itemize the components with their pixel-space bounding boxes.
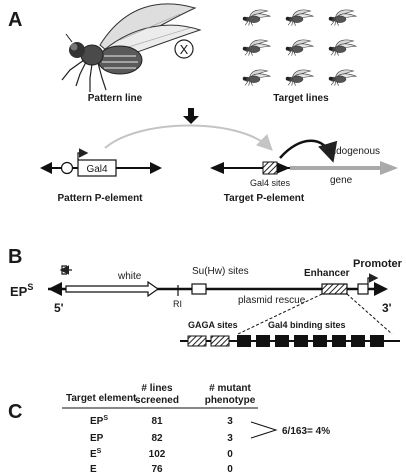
promoter-arrow (367, 273, 379, 284)
gaga-sites-label: GAGA sites (188, 320, 238, 330)
enhancer-label: Enhancer (304, 268, 350, 279)
header-target-element: Target element (66, 393, 137, 404)
three-prime-label: 3' (382, 301, 392, 315)
gene-label: gene (330, 175, 353, 186)
promoter-circle (60, 161, 74, 175)
gal4-sites-label: Gal4 sites (250, 178, 291, 188)
summary-bracket (250, 421, 278, 439)
svg-text:102: 102 (149, 449, 166, 460)
su-hw-box (191, 283, 207, 295)
activation-arrow (279, 139, 338, 163)
left-terminal-repeat (48, 282, 62, 296)
table-row: EP 82 3 (90, 433, 233, 444)
target-flies-grid (242, 9, 357, 86)
svg-text:0: 0 (227, 464, 233, 473)
panel-c: C Target element # lines screened # muta… (8, 383, 330, 473)
svg-text:82: 82 (151, 433, 163, 444)
transcription-arrow (77, 148, 89, 160)
panel-b-label: B (8, 246, 22, 268)
svg-text:ES: ES (90, 448, 102, 460)
header-mutant-1: # mutant (209, 383, 251, 394)
table-row: EPS 81 3 (90, 415, 233, 427)
gal4-sites-box (262, 161, 278, 175)
endogenous-gene-arrow (290, 161, 398, 175)
gal4-binding-sites-label: Gal4 binding sites (268, 320, 346, 330)
zoom-line-right (346, 293, 393, 335)
enhancer-detail (180, 335, 400, 347)
promoter-box (357, 283, 369, 295)
svg-text:76: 76 (151, 464, 163, 473)
svg-text:81: 81 (151, 416, 163, 427)
table-row: E 76 0 (90, 464, 233, 473)
header-lines-1: # lines (141, 383, 173, 394)
panel-a: A X (8, 3, 398, 204)
pattern-element-label: Pattern P-element (57, 193, 143, 204)
cross-circle (174, 39, 194, 59)
svg-text:0: 0 (227, 449, 233, 460)
construct-name: EPS (10, 282, 33, 299)
header-mutant-2: phenotype (205, 395, 256, 406)
plasmid-rescue-label: plasmid rescue (238, 295, 306, 306)
ri-label: RI (173, 299, 182, 309)
gal4-box (77, 159, 117, 177)
five-prime-label: 5' (54, 301, 64, 315)
target-element-label: Target P-element (224, 193, 305, 204)
svg-text:E: E (90, 464, 97, 473)
enhancer-box (321, 283, 348, 295)
pattern-line-label: Pattern line (88, 93, 143, 104)
svg-text:3: 3 (227, 416, 233, 427)
white-label: white (117, 271, 142, 282)
target-p-element (210, 139, 398, 175)
pattern-fly-illustration (61, 3, 202, 92)
summary-percentage: 6/163= 4% (282, 426, 330, 437)
zoom-line-left (237, 293, 323, 335)
panel-a-label: A (8, 9, 22, 31)
endogenous-label: endogenous (325, 146, 380, 157)
panel-c-label: C (8, 401, 22, 423)
su-hw-label: Su(Hw) sites (192, 266, 249, 277)
right-terminal-repeat (374, 282, 388, 296)
white-gene-arrow (65, 280, 160, 298)
panel-b: B EPS white RI Su(Hw) sites plasmid resc… (8, 246, 403, 347)
gal4-box-label: Gal4 (86, 164, 108, 175)
header-lines-2: screened (135, 395, 179, 406)
table-row: ES 102 0 (90, 448, 233, 460)
svg-text:EP: EP (90, 433, 104, 444)
svg-text:EPS: EPS (90, 415, 108, 427)
target-lines-label: Target lines (273, 93, 329, 104)
cross-down-arrow (183, 108, 199, 124)
cross-symbol: X (180, 42, 189, 57)
svg-text:3: 3 (227, 433, 233, 444)
pattern-p-element: Gal4 (40, 148, 162, 177)
gal4-action-arc (104, 124, 273, 151)
promoter-label: Promoter (353, 258, 403, 270)
